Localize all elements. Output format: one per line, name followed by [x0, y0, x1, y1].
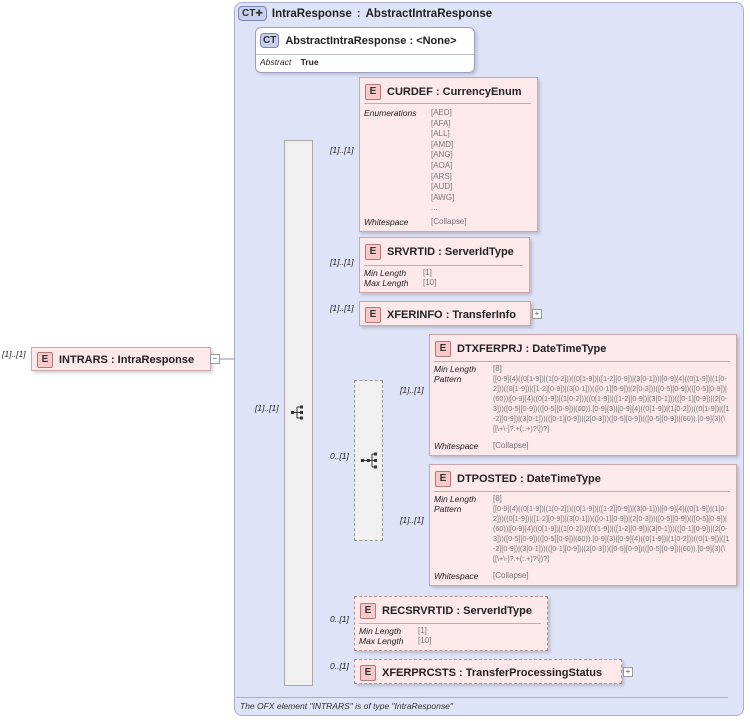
recsrvrtid-occurrence: 0..[1] — [330, 614, 349, 624]
element-badge: E — [360, 603, 376, 619]
dtposted-occurrence: [1]..[1] — [400, 515, 424, 525]
whitespace-label: Whitespace — [364, 217, 409, 227]
expand-xferinfo-icon[interactable]: + — [532, 309, 542, 319]
element-name: DTPOSTED : DateTimeType — [457, 473, 601, 485]
root-occurrence: [1]..[1] — [2, 349, 26, 359]
element-curdef[interactable]: E CURDEF : CurrencyEnum Enumerations [AE… — [359, 77, 538, 232]
element-recsrvrtid[interactable]: E RECSRVRTID : ServerIdType Min Length [… — [354, 596, 548, 651]
root-element-intrars[interactable]: E INTRARS : IntraResponse — [31, 347, 211, 371]
max-length-value: [10] — [423, 278, 437, 287]
min-length-label: Min Length — [434, 364, 477, 374]
abstract-separator — [256, 54, 474, 55]
element-badge: E — [365, 244, 381, 260]
enumerations-label: Enumerations — [364, 108, 417, 118]
pattern-label: Pattern — [434, 504, 462, 514]
element-name: CURDEF : CurrencyEnum — [387, 86, 522, 98]
element-badge: E — [360, 665, 376, 681]
footer-caption: The OFX element "INTRARS" is of type "In… — [240, 701, 453, 711]
element-badge: E — [365, 307, 381, 323]
abstract-type-name: AbstractIntraResponse : <None> — [285, 34, 457, 47]
footer-separator — [236, 697, 728, 698]
enumeration-list: [AED][AFA] [ALL][AMD] [ANG][AOA] [ARS][A… — [431, 108, 455, 213]
max-length-value: [10] — [418, 636, 432, 645]
abstract-type-badge: CT — [260, 33, 280, 48]
xferinfo-occurrence: [1]..[1] — [330, 303, 354, 313]
complex-type-title: CT✚ IntraResponse:AbstractIntraResponse — [238, 6, 492, 21]
element-xferinfo[interactable]: E XFERINFO : TransferInfo — [359, 301, 531, 326]
srvrtid-occurrence: [1]..[1] — [330, 257, 354, 267]
abstract-type-box[interactable]: CT AbstractIntraResponse : <None> Abstra… — [255, 27, 475, 73]
max-length-label: Max Length — [359, 636, 404, 646]
element-dtposted[interactable]: E DTPOSTED : DateTimeType Min Length [8]… — [429, 464, 737, 586]
element-dtxferprj[interactable]: E DTXFERPRJ : DateTimeType Min Length [8… — [429, 334, 737, 456]
element-name: DTXFERPRJ : DateTimeType — [457, 343, 607, 355]
whitespace-label: Whitespace — [434, 571, 479, 581]
element-name: SRVRTID : ServerIdType — [387, 246, 514, 258]
root-element-name: INTRARS : IntraResponse — [59, 354, 195, 366]
max-length-label: Max Length — [364, 278, 409, 288]
pattern-label: Pattern — [434, 374, 462, 384]
min-length-value: [8] — [493, 364, 502, 373]
abstract-property: Abstract True — [260, 57, 319, 67]
min-length-label: Min Length — [364, 268, 407, 278]
min-length-label: Min Length — [359, 626, 402, 636]
element-name: XFERINFO : TransferInfo — [387, 309, 516, 321]
pattern-value: [[0-9]{4}((0[1-9])|(1[0-2]))((0[1-9])|([… — [493, 504, 730, 563]
element-xferprcsts[interactable]: E XFERPRCSTS : TransferProcessingStatus — [354, 659, 622, 684]
whitespace-value: [Collapse] — [493, 441, 529, 450]
xferprcsts-occurrence: 0..[1] — [330, 661, 349, 671]
choice-icon — [361, 452, 377, 469]
min-length-value: [8] — [493, 494, 502, 503]
sequence-icon — [291, 405, 303, 420]
min-length-value: [1] — [418, 626, 427, 635]
min-length-label: Min Length — [434, 494, 477, 504]
collapse-root-icon[interactable]: − — [210, 354, 220, 364]
element-badge: E — [37, 352, 53, 368]
element-badge: E — [365, 84, 381, 100]
pattern-value: [[0-9]{4}((0[1-9])|(1[0-2]))((0[1-9])|([… — [493, 374, 730, 433]
whitespace-value: [Collapse] — [493, 571, 529, 580]
curdef-occurrence: [1]..[1] — [330, 145, 354, 155]
element-name: RECSRVRTID : ServerIdType — [382, 605, 532, 617]
element-name: XFERPRCSTS : TransferProcessingStatus — [382, 667, 603, 679]
whitespace-label: Whitespace — [434, 441, 479, 451]
expand-xferprcsts-icon[interactable]: + — [623, 667, 633, 677]
choice-occurrence: 0..[1] — [330, 451, 349, 461]
min-length-value: [1] — [423, 268, 432, 277]
dtxferprj-occurrence: [1]..[1] — [400, 385, 424, 395]
whitespace-value: [Collapse] — [431, 217, 467, 226]
element-badge: E — [435, 341, 451, 357]
complex-type-badge: CT✚ — [238, 6, 267, 21]
element-badge: E — [435, 471, 451, 487]
element-srvrtid[interactable]: E SRVRTID : ServerIdType Min Length [1] … — [359, 237, 530, 293]
sequence-occurrence: [1]..[1] — [255, 403, 279, 413]
